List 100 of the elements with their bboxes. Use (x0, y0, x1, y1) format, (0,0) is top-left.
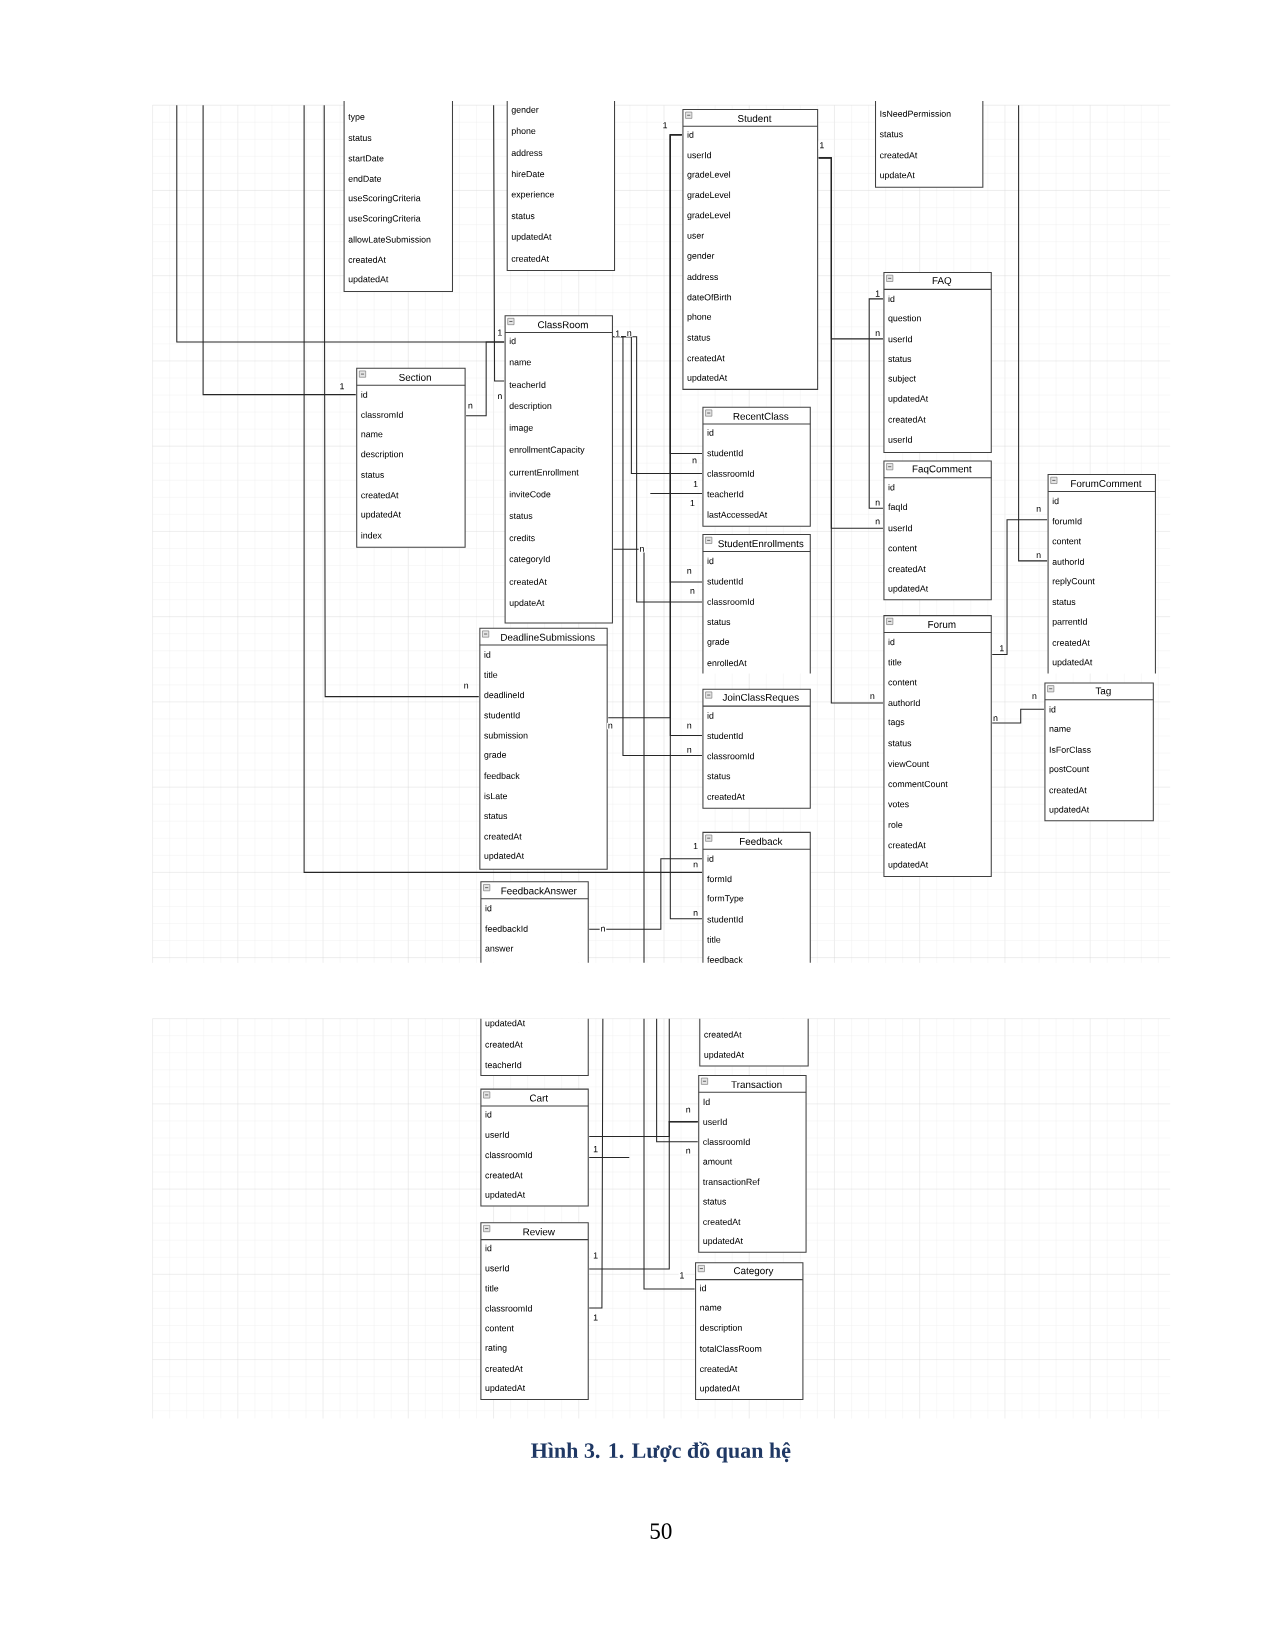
field-name: id (485, 1244, 492, 1252)
field-name: classromId (361, 411, 403, 418)
field-name: user (687, 233, 704, 239)
field-name: createdAt (485, 1365, 523, 1372)
connector-line (588, 1018, 604, 1309)
field-name: dateOfBirth (687, 293, 731, 301)
field-name: content (485, 1325, 514, 1332)
field-name: createdAt (361, 491, 399, 499)
entity-table (480, 881, 589, 964)
field-name: status (484, 813, 507, 820)
field-name: id (888, 484, 895, 491)
connector-line (588, 1121, 699, 1270)
field-name: name (700, 1305, 722, 1311)
cardinality-label: 1 (661, 121, 669, 130)
field-name: updatedAt (511, 233, 552, 242)
cardinality-label: n (868, 693, 876, 700)
field-name: rating (485, 1344, 507, 1353)
field-name: teacherId (707, 490, 743, 498)
field-name: classroomId (703, 1138, 750, 1145)
field-name: createdAt (687, 354, 725, 362)
field-name: classroomId (485, 1151, 532, 1159)
connector-line (303, 104, 703, 873)
cardinality-label: n (685, 568, 693, 575)
field-name: status (687, 334, 711, 341)
entity-table (883, 460, 992, 601)
field-name: description (361, 450, 403, 460)
field-name: categoryId (509, 555, 550, 564)
field-name: feedback (707, 956, 743, 963)
field-name: status (888, 356, 912, 363)
connector-line (465, 341, 505, 417)
field-name: status (509, 513, 533, 519)
figure-caption: Hình 3. 1. Lược đồ quan hệ (530, 1441, 791, 1463)
field-name: tags (888, 719, 905, 727)
field-name: authorId (1052, 558, 1084, 565)
entity-table (702, 688, 811, 809)
connector-line (612, 548, 645, 964)
table-title: Cart (529, 1094, 548, 1102)
connector-line (643, 1018, 695, 1290)
field-name: updatedAt (700, 1384, 740, 1394)
table-title: DeadlineSubmissions (501, 633, 595, 641)
field-name: grade (484, 751, 506, 760)
cardinality-label: n (684, 1148, 692, 1155)
table-title: Review (523, 1228, 555, 1236)
field-name: createdAt (888, 416, 926, 423)
field-name: updatedAt (888, 861, 928, 870)
field-name: gradeLevel (687, 191, 730, 200)
field-name: index (361, 532, 382, 539)
table-title: ForumComment (1071, 480, 1142, 488)
cardinality-label: n (992, 715, 999, 722)
field-name: enrollmentCapacity (509, 446, 585, 455)
field-name: gradeLevel (687, 211, 730, 221)
field-name: classroomId (707, 598, 754, 605)
entity-table (874, 100, 984, 188)
entity-table (480, 1018, 589, 1076)
field-name: updatedAt (348, 275, 389, 285)
field-name: updatedAt (704, 1051, 744, 1060)
field-name: updatedAt (361, 511, 401, 520)
connector-line (669, 134, 703, 920)
connector-line (868, 298, 884, 509)
cardinality-label: 1 (614, 329, 621, 338)
field-name: allowLateSubmission (348, 236, 431, 243)
field-name: studentId (707, 578, 743, 585)
page-number: 50 (650, 1523, 672, 1539)
cardinality-label: n (874, 330, 881, 337)
field-name: updatedAt (485, 1191, 525, 1200)
cardinality-label: n (638, 546, 645, 553)
table-title: Section (399, 373, 431, 381)
cardinality-label: n (684, 1106, 692, 1114)
field-name: name (509, 360, 531, 366)
field-name: question (888, 314, 921, 324)
field-name: feedbackId (484, 925, 528, 932)
field-name: title (888, 659, 902, 666)
field-name: updatedAt (484, 852, 524, 861)
cardinality-label: n (466, 403, 474, 410)
field-name: studentId (707, 916, 743, 923)
field-name: createdAt (1052, 639, 1090, 646)
field-name: inviteCode (509, 490, 551, 498)
entity-table (504, 315, 613, 624)
field-name: transactionRef (702, 1178, 760, 1185)
field-name: updatedAt (687, 374, 727, 383)
field-name: name (361, 432, 383, 438)
table-title: Forum (928, 621, 956, 628)
field-name: answer (485, 946, 514, 952)
field-name: postCount (1049, 765, 1089, 774)
cardinality-label: 1 (338, 382, 346, 391)
field-name: parrentId (1052, 618, 1087, 627)
field-name: id (687, 131, 694, 138)
field-name: updatedAt (888, 585, 928, 594)
connector-line (991, 708, 1045, 724)
field-name: status (888, 740, 912, 747)
entity-table (702, 534, 811, 674)
field-name: id (509, 337, 516, 345)
table-title: StudentEnrollments (718, 539, 804, 548)
field-name: updatedAt (888, 395, 928, 404)
field-name: studentId (707, 732, 743, 740)
cardinality-label: n (688, 588, 696, 595)
field-name: gender (687, 252, 715, 261)
field-name: IsNeedPermission (880, 110, 951, 117)
field-name: createdAt (879, 151, 918, 159)
connector-line (1017, 104, 1048, 562)
